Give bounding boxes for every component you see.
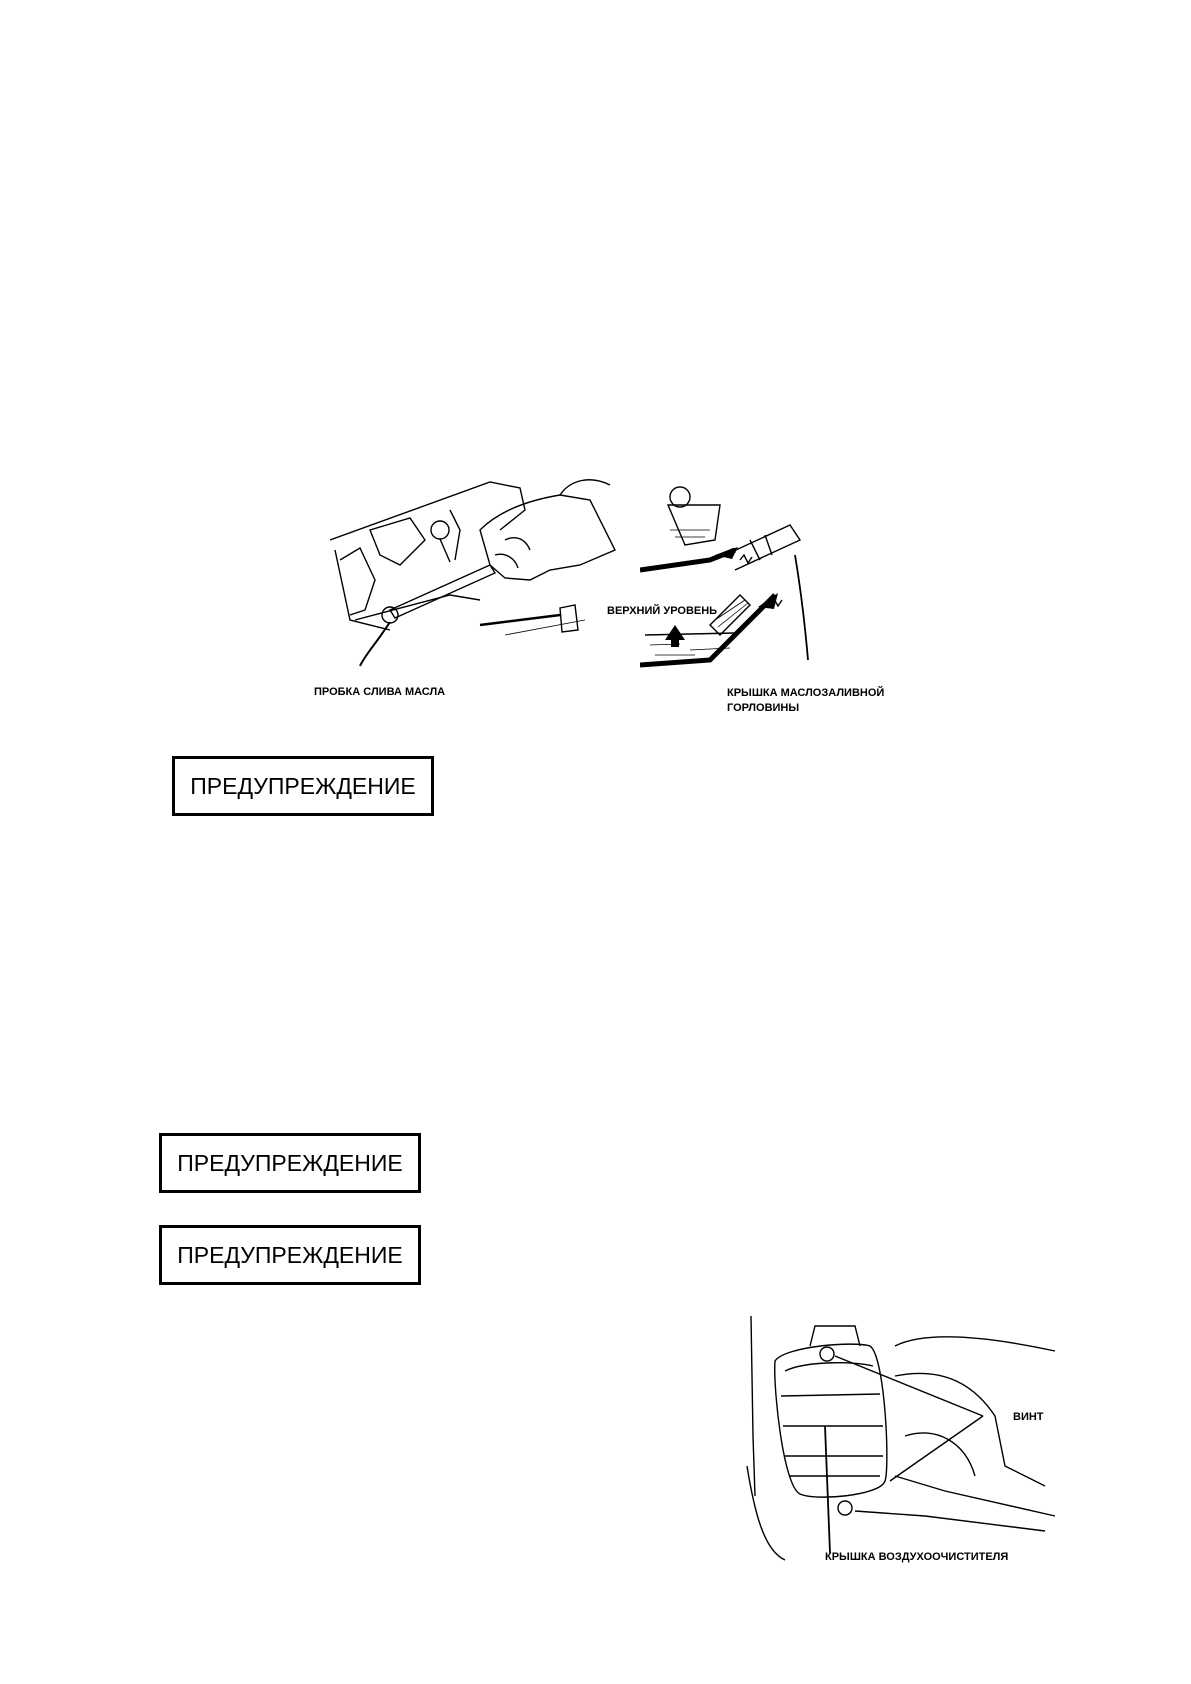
air-cleaner-cover-label: КРЫШКА ВОЗДУХООЧИСТИТЕЛЯ (825, 1551, 1009, 1563)
air-cleaner-illustration (746, 1316, 1056, 1561)
filler-cap-label-line2: ГОРЛОВИНЫ (727, 702, 800, 714)
warning-box-1: ПРЕДУПРЕЖДЕНИЕ (172, 756, 434, 816)
warning-box-2: ПРЕДУПРЕЖДЕНИЕ (159, 1133, 421, 1193)
filler-cap-label-line1: КРЫШКА МАСЛОЗАЛИВНОЙ (727, 687, 885, 699)
oil-drain-illustration (330, 479, 616, 667)
upper-level-label: ВЕРХНИЙ УРОВЕНЬ (607, 605, 718, 617)
warning-box-3: ПРЕДУПРЕЖДЕНИЕ (159, 1225, 421, 1285)
drain-plug-label: ПРОБКА СЛИВА МАСЛА (314, 686, 446, 698)
screw-label: ВИНТ (1013, 1411, 1044, 1423)
oil-fill-illustration (640, 486, 809, 668)
